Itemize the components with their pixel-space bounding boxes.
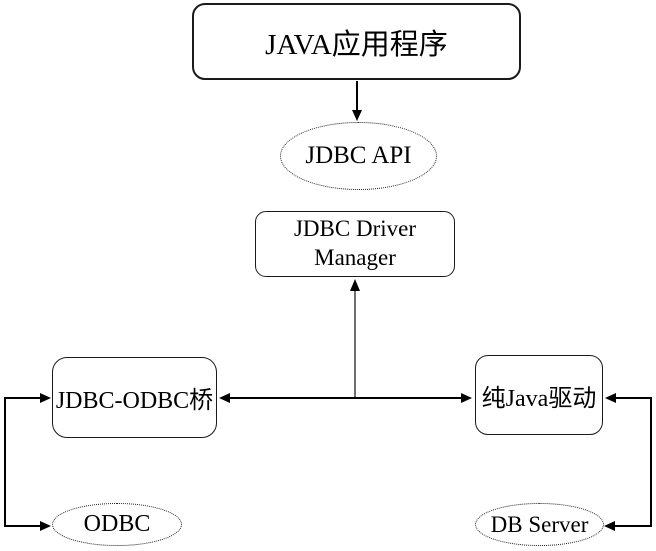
node-jdbc-odbc-bridge-label: JDBC-ODBC桥 bbox=[55, 388, 214, 414]
arrow-junction-to-driver-manager bbox=[350, 279, 360, 399]
node-pure-java-driver: 纯Java驱动 bbox=[475, 355, 603, 435]
arrow-java-app-to-jdbc-api bbox=[352, 81, 362, 121]
node-odbc: ODBC bbox=[52, 503, 182, 546]
node-db-server: DB Server bbox=[475, 503, 604, 546]
node-pure-java-driver-label: 纯Java驱动 bbox=[481, 385, 597, 412]
node-odbc-label: ODBC bbox=[83, 511, 151, 537]
connector-left-bracket bbox=[4, 393, 51, 531]
node-db-server-label: DB Server bbox=[490, 511, 589, 537]
node-java-application-label: JAVA应用程序 bbox=[265, 28, 448, 61]
connector-right-bracket bbox=[604, 393, 652, 531]
node-jdbc-driver-manager: JDBC Driver Manager bbox=[255, 211, 455, 277]
node-jdbc-api: JDBC API bbox=[280, 122, 437, 190]
arrow-bridge-to-pure-java bbox=[219, 393, 472, 403]
node-jdbc-driver-manager-label: JDBC Driver Manager bbox=[293, 216, 417, 270]
node-java-application: JAVA应用程序 bbox=[192, 3, 521, 80]
node-jdbc-odbc-bridge: JDBC-ODBC桥 bbox=[52, 357, 217, 438]
node-jdbc-api-label: JDBC API bbox=[305, 142, 412, 169]
